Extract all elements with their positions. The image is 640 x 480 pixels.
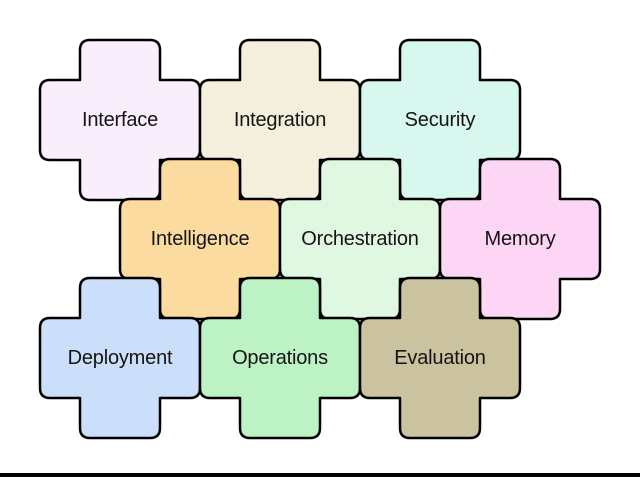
tile-memory: Memory (438, 157, 602, 321)
tile-label-interface: Interface (81, 108, 159, 131)
puzzle-cross-icon (198, 276, 362, 440)
tile-deployment: Deployment (38, 276, 202, 440)
tile-label-deployment: Deployment (67, 346, 173, 369)
puzzle-cross-icon (438, 157, 602, 321)
tile-label-integration: Integration (233, 108, 327, 131)
bottom-divider (0, 473, 640, 477)
tile-orchestration: Orchestration (278, 157, 442, 321)
tile-label-orchestration: Orchestration (301, 227, 419, 250)
tile-evaluation: Evaluation (358, 276, 522, 440)
tile-security: Security (358, 38, 522, 202)
tile-label-intelligence: Intelligence (150, 227, 250, 250)
tile-label-memory: Memory (484, 227, 556, 250)
tile-intelligence: Intelligence (118, 157, 282, 321)
tile-label-evaluation: Evaluation (394, 346, 486, 369)
puzzle-cross-icon (358, 276, 522, 440)
tile-label-operations: Operations (232, 346, 328, 369)
tile-operations: Operations (198, 276, 362, 440)
tile-label-security: Security (404, 108, 476, 131)
puzzle-cross-icon (38, 276, 202, 440)
